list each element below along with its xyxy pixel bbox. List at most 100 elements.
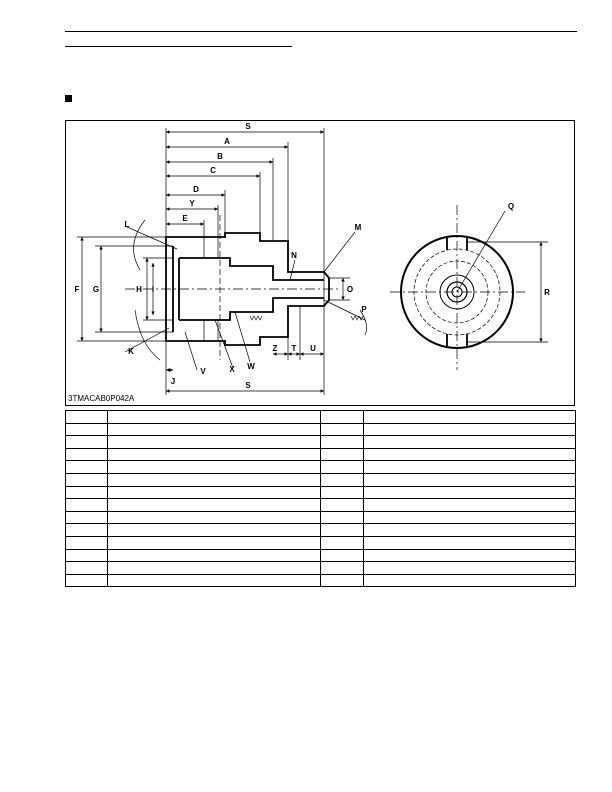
angle-arc-p	[359, 309, 367, 336]
leader-line-k	[124, 327, 170, 353]
angle-arc-k	[134, 309, 161, 361]
table-row	[65, 460, 576, 474]
table-cell	[363, 561, 576, 575]
table-cell	[107, 573, 321, 588]
table-cell	[107, 485, 321, 500]
label-w: W	[247, 362, 255, 371]
table-cell	[363, 535, 576, 550]
table-cell	[107, 422, 321, 437]
table-row	[65, 548, 576, 563]
label-s-top: S	[245, 122, 251, 131]
table-cell	[65, 573, 108, 588]
leader-line-n	[289, 259, 296, 281]
label-z: Z	[273, 344, 278, 353]
label-a: A	[224, 137, 230, 146]
table-cell	[363, 460, 576, 474]
label-s-bottom: S	[245, 381, 251, 390]
table-cell	[363, 447, 576, 462]
figure-frame	[65, 120, 575, 406]
table-cell	[107, 523, 321, 537]
table-cell	[363, 422, 576, 437]
table-cell	[65, 485, 108, 500]
label-q: Q	[508, 202, 514, 211]
table-cell	[363, 523, 576, 537]
table-cell	[320, 422, 364, 437]
label-u: U	[310, 344, 316, 353]
table-cell	[65, 435, 108, 449]
table-cell	[320, 485, 364, 500]
label-i: I	[152, 285, 154, 294]
table-row	[65, 422, 576, 437]
label-y: Y	[189, 199, 195, 208]
table-cell	[65, 460, 108, 474]
leader-line-q	[456, 210, 506, 293]
table-row	[65, 447, 576, 462]
table-cell	[107, 472, 321, 487]
label-r: R	[544, 288, 550, 297]
table-cell	[320, 410, 364, 424]
table-cell	[107, 498, 321, 512]
table-cell	[65, 510, 108, 525]
label-b: B	[217, 152, 223, 161]
label-m: M	[355, 223, 362, 232]
table-cell	[107, 435, 321, 449]
table-cell	[320, 498, 364, 512]
section-bullet	[65, 95, 72, 102]
table-row	[65, 510, 576, 525]
spec-table	[65, 410, 576, 588]
table-row	[65, 535, 576, 550]
spec-table-body	[65, 410, 576, 588]
table-cell	[320, 472, 364, 487]
table-cell	[65, 498, 108, 512]
leader-line-m	[323, 231, 356, 273]
table-cell	[320, 460, 364, 474]
table-cell	[65, 410, 108, 424]
label-g: G	[93, 285, 99, 294]
table-cell	[320, 447, 364, 462]
table-row	[65, 523, 576, 537]
angle-arc-l	[133, 219, 146, 271]
table-row	[65, 485, 576, 500]
table-cell	[107, 410, 321, 424]
label-j: J	[171, 377, 175, 386]
table-cell	[65, 523, 108, 537]
table-cell	[363, 472, 576, 487]
table-cell	[320, 548, 364, 563]
table-cell	[107, 460, 321, 474]
table-cell	[65, 548, 108, 563]
surface-finish-mark-p	[350, 315, 364, 321]
table-row	[65, 410, 576, 424]
table-cell	[65, 472, 108, 487]
label-v: V	[200, 367, 206, 376]
table-cell	[65, 561, 108, 575]
label-h: H	[136, 285, 142, 294]
table-cell	[320, 523, 364, 537]
label-o: O	[347, 285, 353, 294]
title-underline	[65, 46, 292, 47]
table-cell	[363, 485, 576, 500]
table-row	[65, 561, 576, 575]
label-f: F	[75, 285, 80, 294]
label-t: T	[292, 344, 297, 353]
surface-finish-mark	[249, 315, 263, 321]
leader-line-p	[323, 299, 366, 321]
label-e: E	[182, 214, 188, 223]
label-n: N	[291, 251, 297, 260]
bore-profile-top	[179, 257, 324, 281]
table-cell	[363, 573, 576, 588]
table-cell	[320, 535, 364, 550]
table-cell	[107, 510, 321, 525]
table-cell	[320, 561, 364, 575]
label-d: D	[193, 185, 199, 194]
leader-line-v	[184, 331, 198, 371]
label-x: X	[229, 365, 235, 374]
table-cell	[363, 410, 576, 424]
table-cell	[65, 422, 108, 437]
label-l: L	[125, 220, 130, 229]
table-cell	[363, 498, 576, 512]
table-cell	[320, 573, 364, 588]
label-p: P	[361, 305, 367, 314]
table-cell	[107, 561, 321, 575]
technical-drawing: S A B C D Y E L F G H I K J V X W S M N …	[75, 122, 550, 395]
table-row	[65, 498, 576, 512]
